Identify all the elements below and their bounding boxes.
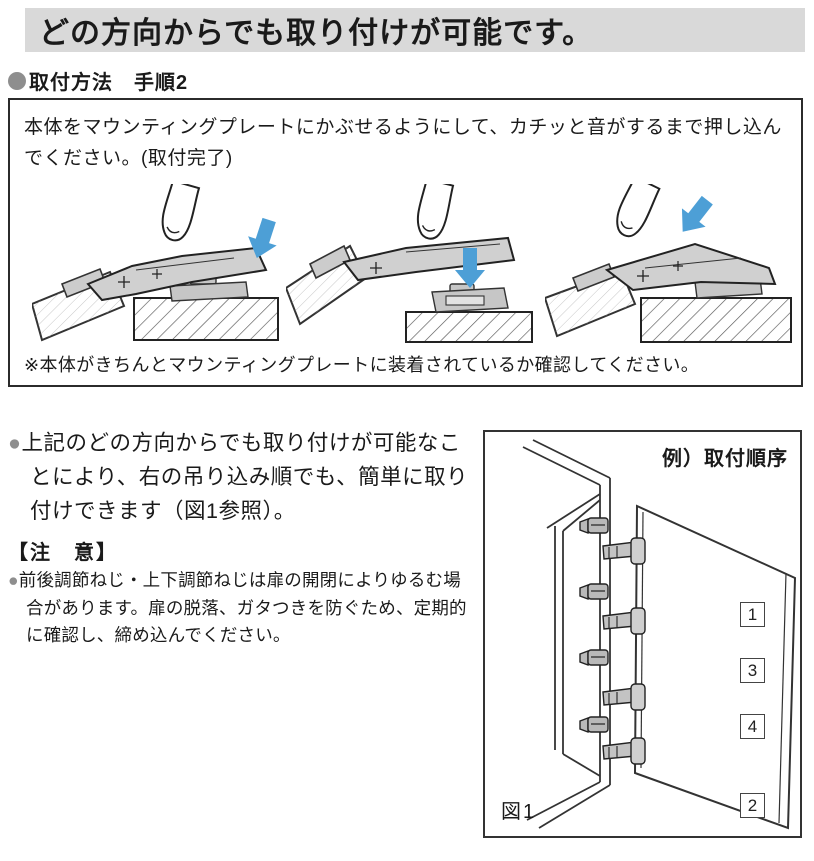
install-order-badge-4: 4 [740,714,765,739]
page-title: どの方向からでも取り付けが可能です。 [39,17,594,50]
install-order-badge-1: 1 [740,602,765,627]
figure-title: 例）取付順序 [662,448,788,470]
mounting-plate [169,281,249,302]
side-panel-block [640,297,792,343]
illustration-row [10,184,805,348]
caution-paragraph-text: 前後調節ねじ・上下調節ねじは扉の開閉によりゆるむ場合があります。扉の脱落、ガタつ… [18,570,467,645]
install-order-badge-3: 3 [740,658,765,683]
title-bar: どの方向からでも取り付けが可能です。 [25,8,805,52]
instruction-note-text: ※本体がきちんとマウンティングプレートに装着されているか確認してください。 [24,355,700,375]
note-paragraph: ●上記のどの方向からでも取り付けが可能なことにより、右の吊り込み順でも、簡単に取… [8,426,474,528]
section-heading-label: 取付方法 手順2 [29,72,189,94]
figure-label: 図1 [501,801,537,823]
cabinet-door-figure [522,439,797,830]
pressing-finger [155,184,202,245]
door-outline [633,504,797,830]
caution-heading: 【注 意】 [8,542,118,564]
instruction-body-text: 本体をマウンティングプレートにかぶせるようにして、カチッと音がするまで押し込んで… [24,117,782,169]
note-paragraph-text: 上記のどの方向からでも取り付けが可能なことにより、右の吊り込み順でも、簡単に取り… [21,431,469,523]
hinge-cup [571,262,616,293]
bullet-icon [8,71,26,90]
bullet-icon: ● [8,431,22,455]
bullet-icon: ● [8,570,19,590]
side-panel-block [405,311,533,343]
hinge-arm [604,242,777,292]
instruction-box: 本体をマウンティングプレートにかぶせるようにして、カチッと音がするまで押し込んで… [8,98,803,387]
pressing-finger [608,184,662,242]
cabinet-outline [522,439,611,829]
pressing-finger [411,184,456,243]
figure-box: 例）取付順序 1 3 4 2 図1 [483,430,802,838]
section-heading: 取付方法 手順2 [8,66,188,95]
notes-column: ●上記のどの方向からでも取り付けが可能なことにより、右の吊り込み順でも、簡単に取… [8,426,474,650]
install-order-badge-2: 2 [740,793,765,818]
hinge-install-illustration-front-hook [545,184,792,343]
press-arrow-icon [670,191,720,241]
caution-paragraph: ●前後調節ねじ・上下調節ねじは扉の開閉によりゆるむ場合があります。扉の脱落、ガタ… [8,567,474,650]
hinge-arm [342,236,516,282]
hinge-install-illustration-straight-down [286,184,533,343]
hinge-arm [86,246,268,302]
hinge-install-illustration-rear-hook [32,184,284,342]
side-panel-block [133,297,279,341]
